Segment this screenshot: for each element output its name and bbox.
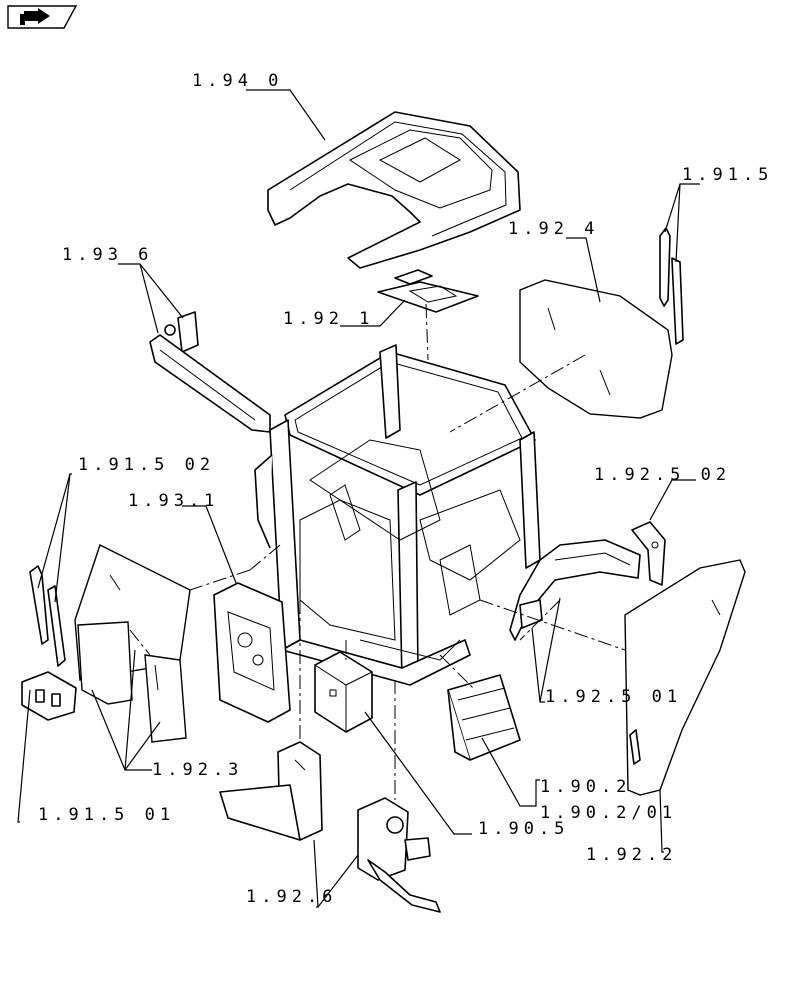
assembly-lines <box>129 303 626 800</box>
mirror-assembly <box>149 311 271 433</box>
right-fender <box>509 539 641 641</box>
rear-wiper-arm <box>659 227 684 345</box>
callout-roof: 1.94 0 <box>192 71 283 91</box>
callout-rear-window: 1.92 4 <box>508 219 599 239</box>
callout-support: 1.92.6 <box>246 887 337 907</box>
callout-side-window: 1.92.3 <box>152 760 243 780</box>
roof-hatch-plate <box>377 269 479 313</box>
front-wiper-blades <box>29 565 66 667</box>
toolbox <box>314 651 373 733</box>
support-bracket-left <box>219 741 323 841</box>
nav-forward-button[interactable] <box>7 5 78 29</box>
support-bracket-right <box>357 797 441 913</box>
cab-steps <box>447 674 521 761</box>
fender-bracket <box>631 521 666 586</box>
cab-frame <box>254 344 541 686</box>
wiper-motor <box>21 671 77 721</box>
callout-fender-bracket: 1.92.5 02 <box>594 465 731 485</box>
callout-right-fender: 1.92.5 01 <box>545 687 682 707</box>
callout-front-wiper: 1.91.5 02 <box>78 455 215 475</box>
callout-wiper-motor: 1.91.5 01 <box>38 805 175 825</box>
roof-panel <box>267 111 521 269</box>
callout-rear-wiper: 1.91.5 <box>682 165 773 185</box>
left-side-window <box>77 621 187 743</box>
right-door-glass <box>624 559 746 796</box>
forward-arrow-icon <box>20 8 50 25</box>
callout-steps-b: 1.90.2/01 <box>540 803 677 823</box>
callout-right-door: 1.92.2 <box>586 845 677 865</box>
callout-steps-a: 1.90.2 <box>540 777 631 797</box>
front-dash-panel <box>213 582 291 723</box>
callout-toolbox: 1.90.5 <box>478 819 569 839</box>
rear-window-glass <box>519 279 673 419</box>
callout-roof-hatch: 1.92 1 <box>283 309 374 329</box>
leader-lines <box>17 89 700 908</box>
callout-mirror: 1.93 6 <box>62 245 153 265</box>
callout-labels: 1.94 0 1.91.5 1.92 4 1.93 6 1.92 1 1.91.… <box>38 71 773 907</box>
callout-front-panel: 1.93.1 <box>128 491 219 511</box>
